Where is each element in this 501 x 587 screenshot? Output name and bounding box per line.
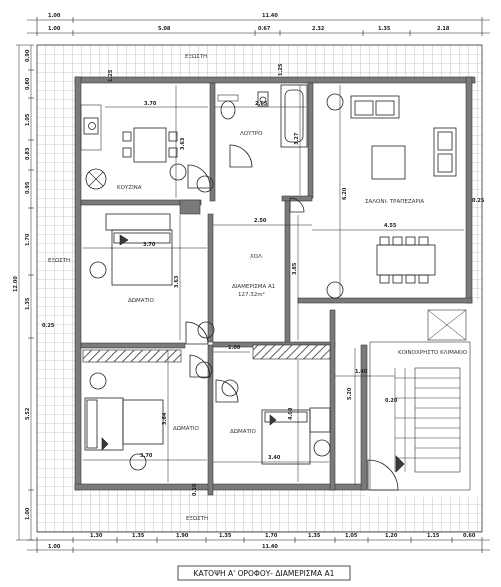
inner-dim-520: 5.20 xyxy=(347,387,353,400)
top-dim-total: 11.40 xyxy=(262,13,278,19)
bathroom-fixtures xyxy=(196,84,308,193)
inner-dim-265: 2.65 xyxy=(255,101,268,107)
room-label-stair: ΚΟΙΝΟΧΡΗΣΤΟ ΚΛΙΜΑΚΙΟ xyxy=(398,350,468,356)
inner-dim-250: 2.50 xyxy=(254,218,267,224)
left-dim-seg-5: 1.70 xyxy=(25,233,31,246)
balcony-label-top: ΕΞΩΣΤΗ xyxy=(185,54,207,60)
bottom-dim-total: 11.40 xyxy=(262,544,278,550)
top-dim-seg-0: 1.00 xyxy=(48,26,61,32)
bedroom1-furniture xyxy=(89,213,173,286)
inner-dim-100: 1.00 xyxy=(228,345,241,351)
inner-dim-408: 4.08 xyxy=(288,407,294,420)
top-dim-seg-3: 2.32 xyxy=(312,26,325,32)
room-label-bedroom3: ΔΩΜΑΤΙΟ xyxy=(230,429,256,435)
inner-dim-340: 3.40 xyxy=(268,455,281,461)
top-dimension-lines xyxy=(27,17,490,36)
left-dim-seg-4: 0.95 xyxy=(25,181,31,194)
apartment-area: 127.32m² xyxy=(238,291,265,298)
room-label-bedroom2: ΔΩΜΑΤΙΟ xyxy=(173,426,199,432)
top-dim-seg-2: 0.67 xyxy=(258,26,271,32)
inner-dim-327: 3.27 xyxy=(294,132,300,145)
inner-dim-370a: 3.70 xyxy=(144,101,157,107)
left-dim-seg-6: 1.35 xyxy=(25,297,31,310)
inner-dim-010: 0.10 xyxy=(192,483,198,496)
apartment-name: ΔΙΑΜΕΡΙΣΜΑ Α1 xyxy=(232,284,275,290)
inner-dim-370b: 3.70 xyxy=(143,242,156,248)
balcony-tiling xyxy=(36,44,483,533)
left-dim-seg-2: 1.05 xyxy=(25,113,31,126)
bottom-dim-seg-6: 1.35 xyxy=(308,533,321,539)
left-dim-seg-8: 1.00 xyxy=(25,507,31,520)
inner-dim-385: 3.85 xyxy=(292,262,298,275)
living-room-furniture xyxy=(326,93,457,299)
inner-dimension-lines xyxy=(83,85,464,485)
kitchen-fixtures xyxy=(80,104,211,190)
staircase xyxy=(367,309,471,491)
bottom-dimension-lines xyxy=(27,537,490,553)
bottom-dim-seg-7: 1.05 xyxy=(345,533,358,539)
hall-doors xyxy=(185,197,305,345)
top-dim-seg-5: 2.18 xyxy=(437,26,450,32)
bottom-dim-seg-8: 1.20 xyxy=(385,533,398,539)
bottom-dim-seg-3: 1.90 xyxy=(176,533,189,539)
inner-dim-370c: 3.70 xyxy=(140,453,153,459)
room-label-bedroom1: ΔΩΜΑΤΙΟ xyxy=(128,298,154,304)
bottom-dim-seg-10: 0.60 xyxy=(463,533,476,539)
room-label-bath: ΛΟΥΤΡΟ xyxy=(240,131,263,137)
drawing-title: ΚΑΤΟΨΗ Α' ΟΡΟΦΟΥ- ΔΙΑΜΕΡΙΣΜΑ Α1 xyxy=(194,569,335,578)
bottom-dim-seg-2: 1.35 xyxy=(132,533,145,539)
inner-dim-363b: 3.63 xyxy=(174,275,180,288)
inner-dim-140: 1.40 xyxy=(355,369,368,375)
bottom-dim-seg-4: 1.35 xyxy=(219,533,232,539)
left-dim-seg-7: 5.52 xyxy=(25,407,31,420)
balcony-label-bottom: ΕΞΩΣΤΗ xyxy=(186,516,208,522)
inner-dim-020: 0.20 xyxy=(385,398,398,404)
balcony-label-left: ΕΞΩΣΤΗ xyxy=(48,258,70,264)
inner-dim-364: 3.64 xyxy=(162,412,168,425)
walls xyxy=(74,76,476,496)
bedroom2-furniture xyxy=(82,349,213,471)
inner-dim-363a: 3.63 xyxy=(180,137,186,150)
inner-dim-025a: 0.25 xyxy=(472,198,485,204)
left-dim-seg-1: 0.80 xyxy=(25,77,31,90)
bottom-dim-seg-5: 1.70 xyxy=(265,533,278,539)
left-dim-total: 12.00 xyxy=(13,276,19,292)
room-label-living: ΣΑΛΟΝΙ- ΤΡΑΠΕΖΑΡΙΑ xyxy=(365,199,424,205)
inner-dim-620: 6.20 xyxy=(342,187,348,200)
top-dim-seg-4: 1.35 xyxy=(378,26,391,32)
left-dim-seg-0: 0.90 xyxy=(25,49,31,62)
bottom-dim-seg-1: 1.30 xyxy=(90,533,103,539)
top-dim-seg-1: 5.08 xyxy=(158,26,171,32)
bottom-dim-seg-0: 1.00 xyxy=(48,544,61,550)
room-label-hall: ΧΟΛ xyxy=(250,254,262,260)
bottom-dim-seg-9: 1.15 xyxy=(427,533,440,539)
inner-dim-125b: 1.25 xyxy=(278,63,284,76)
inner-dim-125: 1.25 xyxy=(108,69,114,82)
top-dim-left: 1.00 xyxy=(48,13,61,19)
inner-dim-455: 4.55 xyxy=(384,223,397,229)
left-dim-seg-3: 0.83 xyxy=(25,147,31,160)
bedroom3-furniture xyxy=(215,344,331,465)
title-box xyxy=(177,565,351,581)
room-label-kitchen: ΚΟΥΖΙΝΑ xyxy=(117,185,142,191)
inner-dim-025b: 0.25 xyxy=(42,323,55,329)
